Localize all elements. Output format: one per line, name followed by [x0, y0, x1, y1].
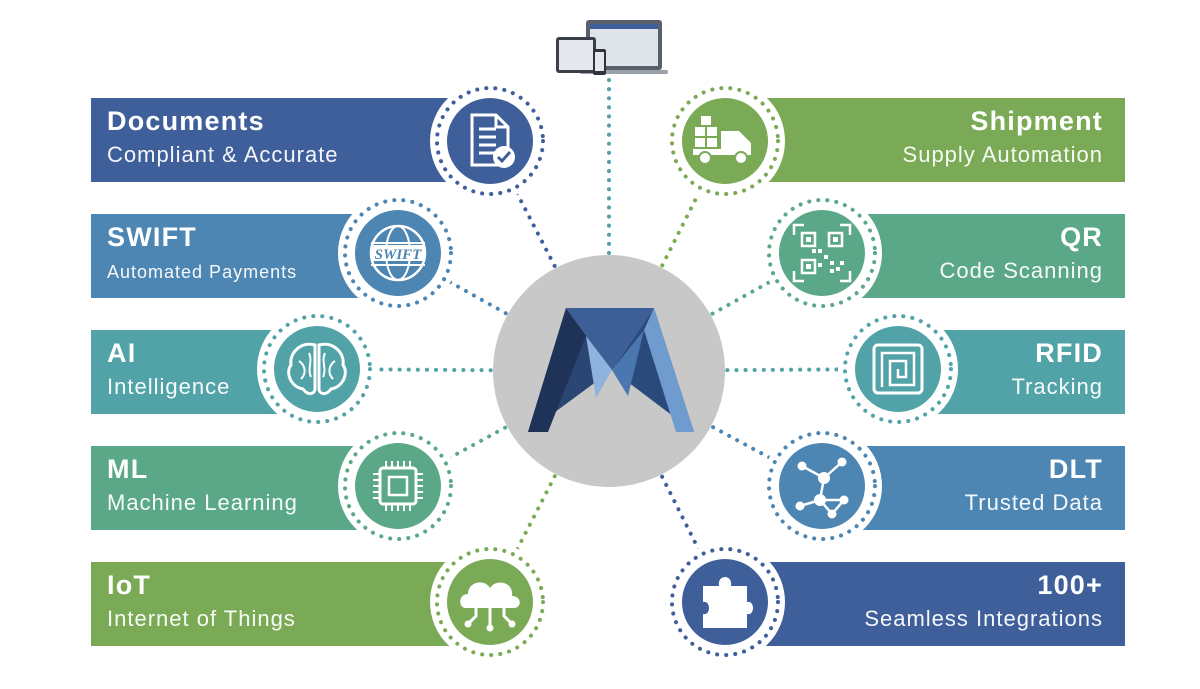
dotted-connector — [607, 139, 727, 373]
brain-icon — [287, 342, 347, 396]
right-item-2-node — [838, 309, 958, 429]
banner-title: Shipment — [970, 106, 1103, 136]
dotted-connector — [607, 369, 727, 604]
banner-subtitle: Supply Automation — [902, 142, 1103, 167]
right-item-1-node — [762, 193, 882, 313]
network-nodes-icon — [795, 457, 849, 519]
dotted-connector — [607, 367, 900, 373]
banner-ml: ML Machine Learning — [91, 446, 381, 530]
banner-iot: IoT Internet of Things — [91, 562, 471, 646]
banner-dlt: DLT Trusted Data — [840, 446, 1125, 530]
right-item-3-node — [762, 426, 882, 546]
banner-title: ML — [107, 454, 149, 484]
banner-title: QR — [1060, 222, 1103, 252]
banner-title: IoT — [107, 570, 152, 600]
banner-shipment: Shipment Supply Automation — [740, 98, 1125, 182]
right-item-4-node — [665, 542, 785, 662]
banner-subtitle: Code Scanning — [939, 258, 1103, 283]
banner-integrations: 100+ Seamless Integrations — [740, 562, 1125, 646]
banner-subtitle: Intelligence — [107, 374, 231, 399]
swift-globe-icon: SWIFT — [369, 224, 427, 282]
cpu-chip-icon — [373, 461, 423, 511]
cloud-network-icon — [460, 582, 520, 632]
left-item-4-node — [430, 542, 550, 662]
banner-title: DLT — [1048, 454, 1103, 484]
banner-title: RFID — [1035, 338, 1103, 368]
banner-title: 100+ — [1037, 570, 1103, 600]
banner-title: SWIFT — [107, 222, 197, 252]
banner-documents: Documents Compliant & Accurate — [91, 98, 471, 182]
banner-subtitle: Machine Learning — [107, 490, 298, 515]
qr-code-icon — [792, 223, 852, 283]
banner-subtitle: Compliant & Accurate — [107, 142, 339, 167]
multi-device-screens-icon — [556, 20, 668, 75]
rfid-tag-icon — [872, 343, 924, 395]
m-logo-icon — [528, 308, 694, 432]
left-item-3-node — [338, 426, 458, 546]
dotted-connector — [315, 367, 611, 373]
left-item-0-node — [430, 81, 550, 201]
puzzle-piece-icon — [703, 577, 753, 628]
document-check-icon — [470, 113, 515, 168]
banner-subtitle: Tracking — [1011, 374, 1103, 399]
banner-qr: QR Code Scanning — [840, 214, 1125, 298]
banner-subtitle: Seamless Integrations — [864, 606, 1103, 631]
left-item-1-node: SWIFT — [338, 193, 458, 313]
left-item-2-node — [257, 309, 377, 429]
dotted-connector — [488, 139, 611, 373]
banner-subtitle: Trusted Data — [964, 490, 1103, 515]
svg-text:SWIFT: SWIFT — [375, 247, 423, 263]
banner-title: AI — [107, 338, 137, 368]
delivery-truck-icon — [693, 116, 751, 165]
banner-subtitle: Internet of Things — [107, 606, 296, 631]
banner-swift: SWIFT Automated Payments — [91, 214, 381, 298]
banner-subtitle: Automated Payments — [107, 262, 298, 282]
banner-title: Documents — [107, 106, 265, 136]
hub — [493, 255, 725, 487]
right-item-0-node — [665, 81, 785, 201]
